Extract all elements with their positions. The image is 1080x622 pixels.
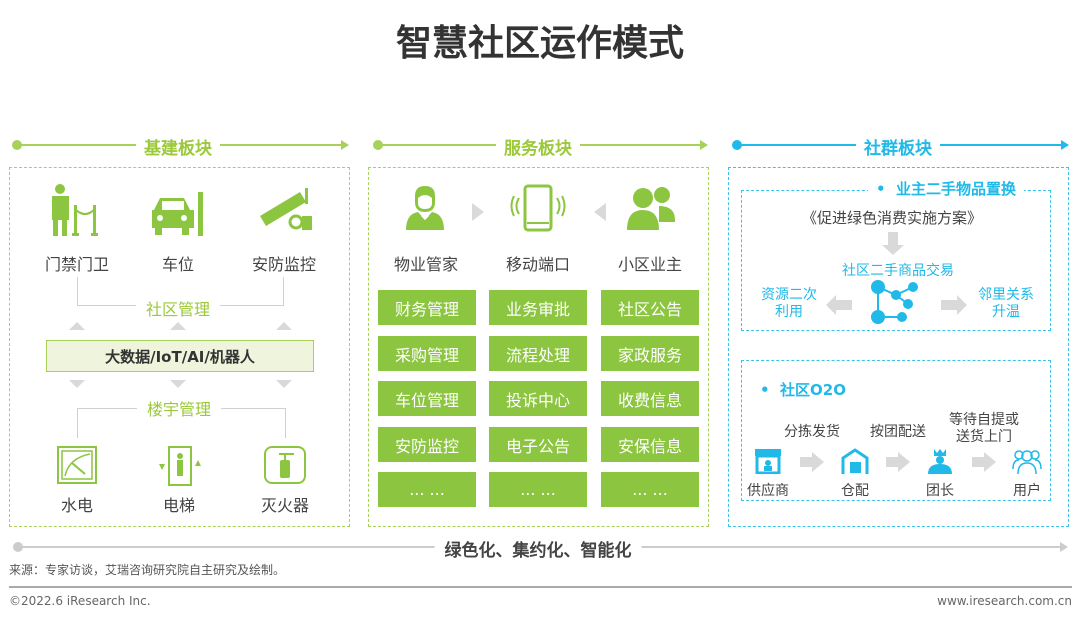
source-note: 来源：专家访谈，艾瑞咨询研究院自主研究及绘制。 (9, 563, 286, 577)
users-icon (1012, 450, 1042, 475)
service-function-item: 收费信息 (601, 381, 699, 416)
item-label: 安防监控 (251, 255, 317, 274)
arrow-right-icon (1060, 542, 1068, 552)
tech-bar: 大数据/IoT/AI/机器人 (46, 340, 314, 372)
actor-label: 移动端口 (505, 255, 571, 274)
butler-icon (406, 186, 444, 230)
secondhand-title: • 业主二手物品置换 (868, 178, 1025, 199)
footer-divider (9, 586, 1072, 588)
service-function-item: 流程处理 (489, 336, 587, 371)
service-function-item: 家政服务 (601, 336, 699, 371)
resource-reuse-label: 资源二次利用 (761, 287, 817, 321)
arrow-right-icon (972, 457, 984, 467)
neighbor-line: 升温 (992, 304, 1020, 320)
item-label: 电梯 (162, 496, 196, 515)
parking-icon (152, 192, 203, 236)
o2o-box (741, 360, 1051, 501)
store-icon (755, 449, 781, 474)
step-label: 分拣发货 (784, 424, 840, 440)
service-function-item: ... ... (601, 472, 699, 507)
community-panel (728, 167, 1069, 527)
actor-label: 物业管家 (393, 255, 459, 274)
building-mgmt-label: 楼宇管理 (136, 396, 222, 420)
meter-icon (57, 446, 97, 484)
theme-label: 绿色化、集约化、智能化 (434, 536, 642, 561)
arrow-down-icon (170, 380, 186, 388)
arrow-right-icon (957, 295, 967, 315)
page-title: 智慧社区运作模式 (395, 23, 685, 64)
website-link[interactable]: www.iresearch.com.cn (937, 594, 1072, 608)
service-panel (368, 167, 709, 527)
arrow-right-icon (886, 457, 898, 467)
section-title: 社群板块 (856, 134, 940, 159)
arrow-up-icon (69, 322, 85, 330)
arrow-right-icon (472, 203, 484, 221)
service-function-item: 社区公告 (601, 290, 699, 325)
section-title: 服务板块 (496, 134, 580, 159)
arrow-up-icon (170, 322, 186, 330)
copyright: ©2022.6 iResearch Inc. (9, 594, 151, 608)
owners-icon (627, 187, 675, 230)
item-label: 门禁门卫 (44, 255, 110, 274)
actor-label: 小区业主 (617, 255, 683, 274)
node-label: 用户 (1013, 483, 1041, 499)
secondhand-title-text: 业主二手物品置换 (896, 180, 1017, 198)
neighbor-label: 邻里关系升温 (978, 287, 1034, 321)
service-function-item: 安防监控 (378, 427, 476, 462)
service-function-item: ... ... (489, 472, 587, 507)
service-function-item: 采购管理 (378, 336, 476, 371)
resource-reuse-line: 利用 (775, 304, 803, 320)
arrow-down-icon (882, 245, 904, 255)
service-function-item: ... ... (378, 472, 476, 507)
service-function-item: 财务管理 (378, 290, 476, 325)
service-function-item: 车位管理 (378, 381, 476, 416)
arrow-right-icon (341, 140, 349, 150)
extinguisher-icon (264, 446, 306, 484)
arrow-down-icon (69, 380, 85, 388)
guard-icon (52, 184, 98, 236)
arrow-down-icon (276, 380, 292, 388)
step-label: 按团配送 (870, 424, 926, 440)
o2o-title-text: 社区O2O (780, 381, 846, 399)
section-title: 基建板块 (136, 134, 220, 159)
item-label: 水电 (60, 496, 94, 515)
step-label: 等待自提或送货上门 (949, 412, 1019, 446)
arrow-right-icon (800, 457, 812, 467)
phone-icon (510, 184, 566, 232)
leader-icon (928, 449, 952, 474)
arrow-down-icon (888, 232, 898, 245)
step-line: 送货上门 (956, 429, 1012, 445)
network-icon (871, 280, 918, 324)
arrow-up-icon (276, 322, 292, 330)
service-function-item: 安保信息 (601, 427, 699, 462)
node-label: 团长 (926, 483, 954, 499)
arrow-right-icon (941, 300, 957, 310)
elevator-icon (159, 446, 201, 486)
infrastructure-panel (9, 167, 350, 527)
node-label: 供应商 (747, 483, 789, 499)
node-label: 仓配 (841, 483, 869, 499)
arrow-left-icon (594, 203, 606, 221)
community-mgmt-label: 社区管理 (135, 296, 221, 320)
arrow-right-icon (812, 452, 824, 472)
service-function-item: 业务审批 (489, 290, 587, 325)
camera-icon (260, 188, 312, 230)
warehouse-icon (841, 448, 869, 474)
arrow-left-icon (826, 295, 836, 315)
o2o-title: • 社区O2O (760, 381, 846, 399)
policy-label: 《促进绿色消费实施方案》 (801, 209, 983, 227)
item-label: 灭火器 (260, 496, 310, 515)
neighbor-line: 邻里关系 (978, 287, 1034, 303)
arrow-left-icon (836, 300, 852, 310)
arrow-right-icon (898, 452, 910, 472)
resource-reuse-line: 资源二次 (761, 287, 817, 303)
trade-label: 社区二手商品交易 (842, 263, 954, 279)
service-function-item: 投诉中心 (489, 381, 587, 416)
arrow-right-icon (1061, 140, 1069, 150)
arrow-right-icon (700, 140, 708, 150)
arrow-right-icon (984, 452, 996, 472)
service-function-item: 电子公告 (489, 427, 587, 462)
item-label: 车位 (161, 255, 195, 274)
step-line: 等待自提或 (949, 412, 1019, 428)
